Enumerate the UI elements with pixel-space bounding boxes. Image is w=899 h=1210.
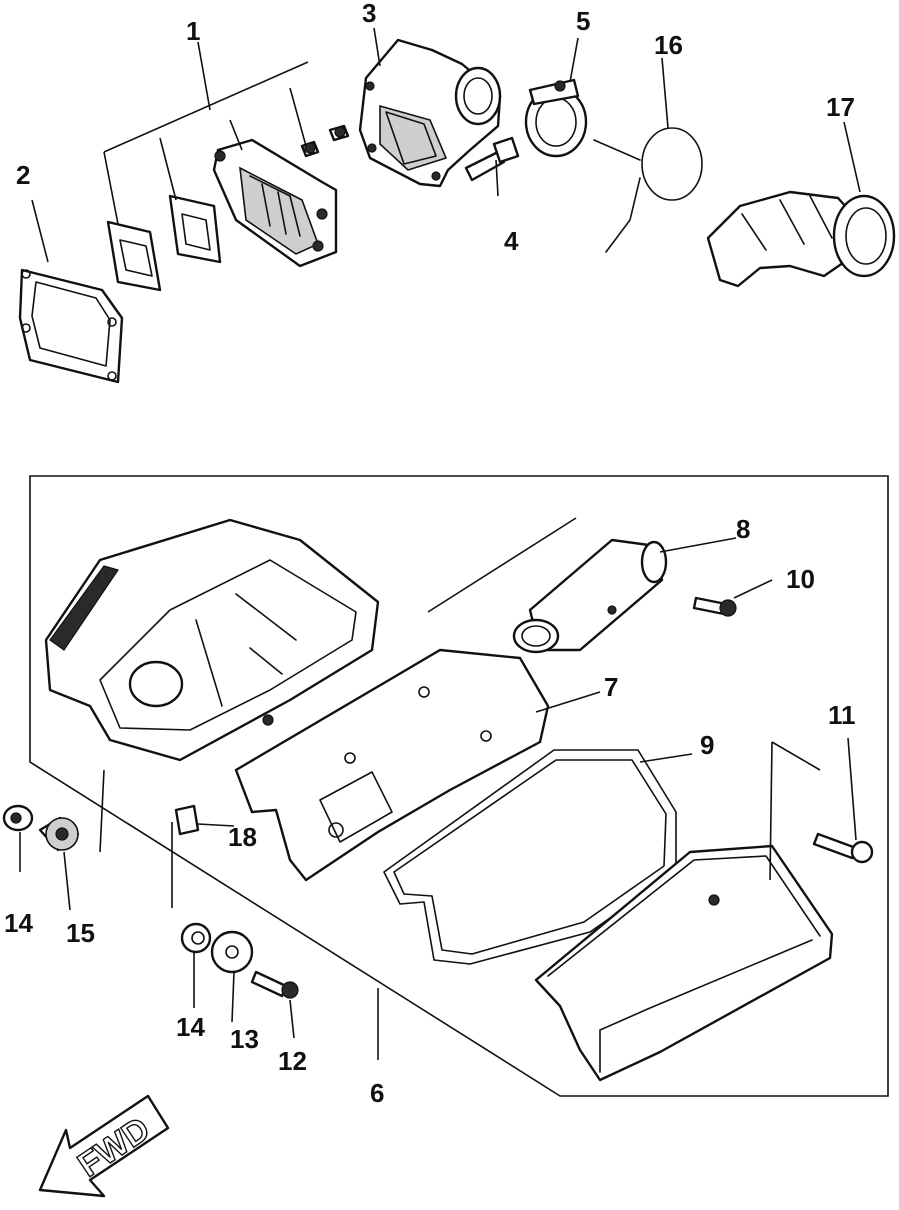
callout-10: 10 [786,564,815,594]
screw-small-b [328,124,350,142]
callout-11: 11 [828,700,856,730]
callout-6: 6 [370,1078,384,1108]
callout-14-lower: 14 [176,1012,205,1042]
elbow-duct-part-17 [706,190,896,288]
assembly-frame [29,475,889,1097]
bolt-part-4 [464,136,520,182]
seal-part-9 [383,749,677,965]
callout-4: 4 [504,226,519,256]
screw-small-a [300,140,320,158]
tube-part-8 [512,538,668,654]
callout-5: 5 [576,6,590,36]
callout-18: 18 [228,822,257,852]
callout-15: 15 [66,918,95,948]
callout-8: 8 [736,514,750,544]
washer-part-13 [210,930,254,974]
bolt-part-12 [250,970,299,999]
callout-labels: 1 2 3 4 5 16 17 8 10 7 11 9 18 14 15 14 … [4,0,856,1108]
airbox-housing-part-6 [44,518,380,762]
callout-12: 12 [278,1046,307,1076]
callout-16: 16 [654,30,683,60]
leader-lines [19,27,861,1060]
hose-clamp-part-5 [524,78,588,158]
screw-part-11 [812,832,874,864]
grommet-part-14-left [2,804,34,832]
wire-clip-part-16 [593,127,703,253]
reed-valve-block-part-1 [212,138,338,268]
callout-9: 9 [700,730,714,760]
gasket-part-2 [18,268,124,384]
bushing-part-15 [38,816,80,852]
reed-petal-right [168,194,222,264]
screw-part-10 [692,596,737,617]
grommet-part-14-lower [180,922,212,954]
intake-body-part-3 [358,38,502,188]
callout-7: 7 [604,672,618,702]
callout-14-left: 14 [4,908,33,938]
clip-part-18 [174,804,200,836]
callout-17: 17 [826,92,855,122]
fwd-direction-arrow [38,1094,170,1198]
callout-13: 13 [230,1024,259,1054]
reed-petal-left [106,220,162,292]
plate-part-7 [234,648,550,882]
cover-lower [534,844,834,1082]
callout-1: 1 [186,16,200,46]
arrow-icon [38,1094,170,1198]
callout-2: 2 [16,160,30,190]
callout-3: 3 [362,0,376,28]
